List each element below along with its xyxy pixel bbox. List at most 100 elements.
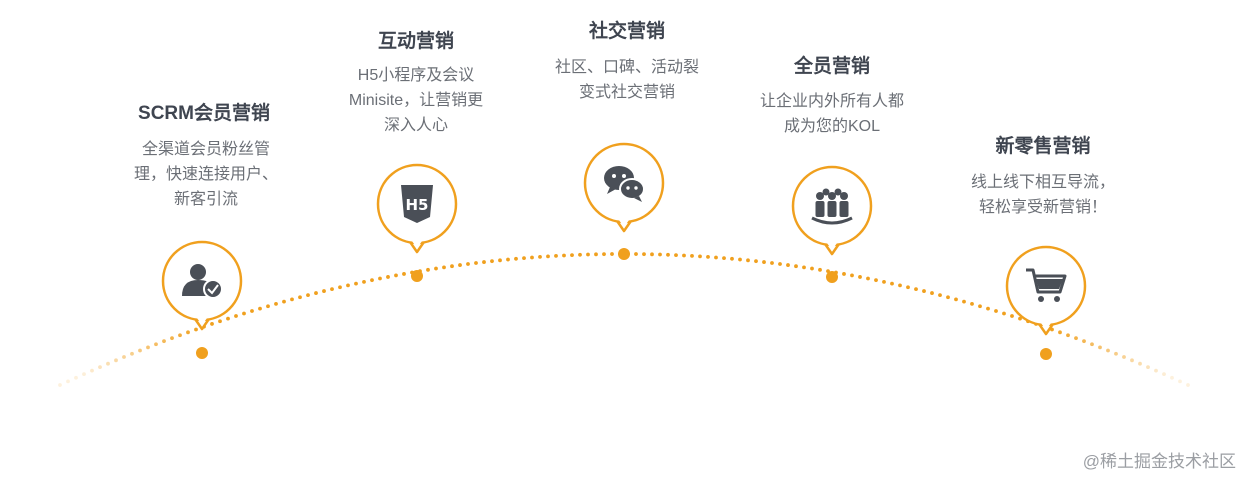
node-title-all-staff: 全员营销: [793, 56, 870, 77]
node-pin-1: [161, 240, 243, 359]
arc-dot: [282, 299, 286, 304]
arc-dot: [682, 253, 686, 258]
node-desc-new-retail: 线上线下相互导流， 轻松享受新营销！: [923, 170, 1163, 220]
arc-dot: [394, 273, 398, 278]
arc-dot: [906, 285, 910, 290]
arc-dot: [514, 256, 518, 261]
arc-dot: [842, 272, 846, 276]
arc-dot: [322, 289, 326, 293]
arc-dot: [218, 319, 222, 324]
arc-dot: [338, 285, 342, 290]
node-desc-line: 深入人心: [383, 117, 448, 134]
arc-dot: [1178, 379, 1182, 384]
arc-dot: [930, 291, 934, 295]
icon-bubble: H5: [376, 163, 458, 254]
arc-dot: [234, 314, 238, 318]
arc-dot: [586, 252, 590, 257]
arc-dot: [594, 252, 598, 257]
arc-dot: [698, 254, 702, 259]
arc-dot: [746, 258, 750, 263]
arc-dot: [546, 254, 550, 259]
arc-dot: [994, 309, 998, 313]
arc-dot: [490, 259, 494, 264]
node-desc-interactive: H5小程序及会议 Minisite，让营销更 深入人心: [296, 63, 536, 138]
arc-dot: [106, 361, 110, 366]
arc-dot: [970, 301, 974, 306]
icon-bubble: [583, 142, 665, 233]
arc-dot: [226, 316, 230, 321]
arc-dot: [58, 383, 62, 387]
arc-dot: [1130, 358, 1134, 363]
arc-dot: [914, 287, 918, 292]
arc-dot: [602, 252, 606, 257]
arc-node-dot: [618, 248, 630, 260]
node-pin-5: [1005, 245, 1087, 360]
node-desc-line: Minisite，让营销更: [348, 92, 484, 109]
arc-dot: [170, 336, 174, 341]
arc-dot: [1074, 336, 1078, 341]
arc-dot: [138, 348, 142, 353]
arc-dot: [402, 272, 406, 276]
arc-dot: [362, 279, 366, 284]
node-desc-line: 让企业内外所有人都: [759, 93, 904, 110]
arc-dot: [330, 287, 334, 292]
user-verified-icon: [182, 264, 223, 299]
arc-dot: [554, 254, 558, 258]
arc-dot: [1106, 348, 1110, 353]
arc-dot: [154, 342, 158, 347]
arc-dot: [130, 351, 134, 356]
arc-dot: [482, 260, 486, 264]
arc-dot: [346, 283, 350, 288]
node-desc-line: 社区、口碑、活动裂: [554, 59, 699, 76]
arc-dot: [786, 263, 790, 267]
arc-dot: [98, 365, 102, 370]
arc-dot: [1090, 342, 1094, 347]
arc-dot: [114, 358, 118, 363]
node-pin-3: [583, 142, 665, 260]
arc-dot: [194, 327, 198, 332]
wechat-icon: [604, 166, 645, 202]
arc-dot: [706, 255, 710, 259]
arc-dot: [898, 283, 902, 288]
arc-dot: [850, 273, 854, 278]
arc-dot: [1066, 333, 1070, 338]
node-title-new-retail: 新零售营销: [995, 136, 1091, 157]
group-icon: [811, 188, 853, 225]
node-desc-line: 轻松享受新营销！: [978, 199, 1107, 216]
arc-dot: [658, 252, 662, 257]
h5-icon: H5: [401, 185, 433, 223]
arc-dot: [314, 291, 318, 295]
arc-dot: [1018, 316, 1022, 321]
h5-icon-label: H5: [406, 196, 429, 214]
node-pin-4: [791, 165, 873, 283]
node-desc-line: 新客引流: [173, 191, 238, 208]
arc-node-dot: [826, 271, 838, 283]
arc-dot: [242, 311, 246, 316]
arc-dot: [1058, 330, 1062, 335]
arc-dot: [178, 333, 182, 338]
arc-dot: [66, 379, 70, 384]
arc-dot: [250, 309, 254, 313]
cart-icon: [1026, 268, 1067, 302]
node-desc-line: 变式社交营销: [578, 84, 675, 101]
node-desc-all-staff: 让企业内外所有人都 成为您的KOL: [712, 89, 952, 139]
arc-dot: [290, 297, 294, 302]
watermark: @稀土掘金技术社区: [1082, 452, 1236, 471]
arc-dot: [890, 281, 894, 286]
arc-dot: [866, 276, 870, 281]
node-desc-line: H5小程序及会议: [357, 67, 475, 84]
arc-dot: [274, 301, 278, 306]
arc-dot: [474, 261, 478, 265]
arc-dot: [186, 330, 190, 335]
node-pin-2: H5: [376, 163, 458, 282]
node-desc-scrm: 全渠道会员粉丝管 理，快速连接用户、 新客引流: [86, 137, 326, 212]
arc-dot: [634, 252, 638, 256]
arc-dot: [1146, 365, 1150, 370]
arc-dot: [730, 256, 734, 261]
arc-dot: [522, 256, 526, 261]
arc-dot: [858, 275, 862, 279]
arc-dot: [298, 295, 302, 300]
arc-dot: [210, 322, 214, 326]
arc-dot: [938, 293, 942, 298]
arc-dot: [506, 257, 510, 262]
